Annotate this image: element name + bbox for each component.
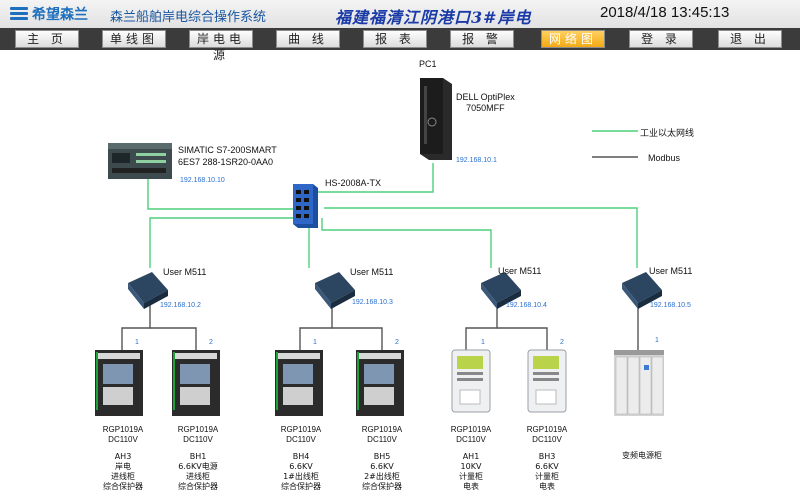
gateway-icon-1[interactable] xyxy=(128,272,168,309)
energy-meter-icon-2[interactable] xyxy=(527,349,567,413)
nav-exit-button[interactable]: 退 出 xyxy=(718,30,782,48)
port-number: 1 xyxy=(313,339,317,346)
nav-shore-power-button[interactable]: 岸电电源 xyxy=(189,30,253,62)
pc-name: PC1 xyxy=(419,59,437,69)
energy-meter-icon-1[interactable] xyxy=(451,349,491,413)
ethernet-lines xyxy=(147,130,638,268)
gateway-icon-4[interactable] xyxy=(622,272,662,309)
pc-ip: 192.168.10.1 xyxy=(456,157,497,164)
modbus-lines xyxy=(121,156,639,350)
legend-modbus-label: Modbus xyxy=(648,153,681,163)
protection-relay-icon-4[interactable] xyxy=(356,350,404,416)
protection-relay-icon-2[interactable] xyxy=(172,350,220,416)
port-number: 2 xyxy=(560,339,564,346)
vfd-cabinet-label: 变频电源柜 xyxy=(622,451,662,460)
port-number: 1 xyxy=(481,339,485,346)
port-number: 1 xyxy=(655,337,659,344)
gateway-name: User M511 xyxy=(649,266,693,276)
nav-network-button[interactable]: 网络图 xyxy=(541,30,605,48)
app-title: 森兰船舶岸电综合操作系统 xyxy=(110,10,267,25)
gateway-ip: 192.168.10.5 xyxy=(650,302,691,309)
plc-icon[interactable] xyxy=(108,143,172,179)
port-number: 2 xyxy=(209,339,213,346)
port-number: 2 xyxy=(395,339,399,346)
plc-ip: 192.168.10.10 xyxy=(180,177,225,184)
nav-login-button[interactable]: 登 录 xyxy=(629,30,693,48)
vfd-cabinet-icon[interactable] xyxy=(614,350,664,416)
brand-mark-icon xyxy=(10,7,28,21)
nav-bar: 主 页 单线图 岸电电源 曲 线 报 表 报 警 网络图 登 录 退 出 xyxy=(0,28,800,62)
switch-name: HS-2008A-TX xyxy=(325,178,382,188)
gateway-name: User M511 xyxy=(350,267,394,277)
protection-relay-icon-3[interactable] xyxy=(275,350,323,416)
gateway-icon-3[interactable] xyxy=(481,272,521,309)
nav-single-line-button[interactable]: 单线图 xyxy=(102,30,166,48)
gateway-ip: 192.168.10.3 xyxy=(352,299,393,306)
nav-report-button[interactable]: 报 表 xyxy=(363,30,427,48)
gateway-name: User M511 xyxy=(163,267,207,277)
brand-name: 希望森兰 xyxy=(32,7,88,23)
brand-logo: 希望森兰 xyxy=(10,4,88,24)
port-number: 1 xyxy=(135,339,139,346)
datetime-display: 2018/4/18 13:45:13 xyxy=(600,4,730,21)
pc-icon[interactable] xyxy=(420,78,452,160)
nav-alarm-button[interactable]: 报 警 xyxy=(450,30,514,48)
nav-curve-button[interactable]: 曲 线 xyxy=(276,30,340,48)
switch-icon[interactable] xyxy=(293,184,318,228)
gateway-ip: 192.168.10.2 xyxy=(160,302,201,309)
gateway-ip: 192.168.10.4 xyxy=(506,302,547,309)
title-bar: 希望森兰 森兰船舶岸电综合操作系统 福建福清江阴港口3#岸电 2018/4/18… xyxy=(0,0,800,29)
gateway-name: User M511 xyxy=(498,266,542,276)
nav-home-button[interactable]: 主 页 xyxy=(15,30,79,48)
gateway-icon-2[interactable] xyxy=(315,272,355,309)
legend-ethernet-label: 工业以太网线 xyxy=(640,128,695,138)
protection-relay-icon-1[interactable] xyxy=(95,350,143,416)
site-title: 福建福清江阴港口3#岸电 xyxy=(335,8,532,27)
